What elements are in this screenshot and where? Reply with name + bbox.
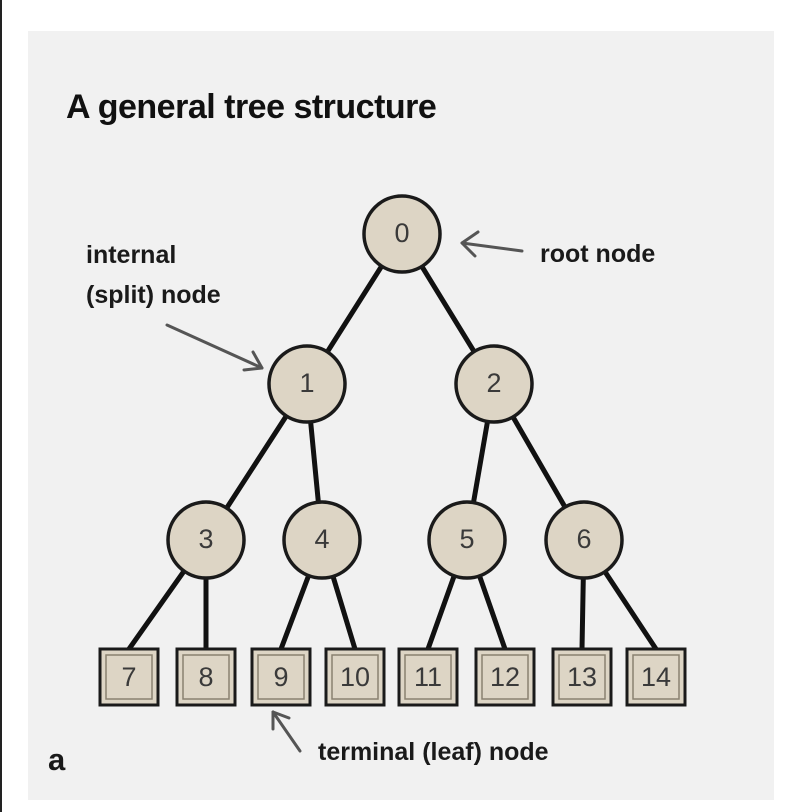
internal-node-5: 5 bbox=[427, 500, 507, 580]
leaf-node-9: 9 bbox=[250, 647, 312, 707]
node-label: 1 bbox=[299, 368, 314, 398]
node-circle bbox=[267, 344, 347, 424]
leaf-node-8: 8 bbox=[175, 647, 237, 707]
leaf-box bbox=[625, 647, 687, 707]
node-circle bbox=[282, 500, 362, 580]
root-node-label: root node bbox=[540, 240, 655, 268]
node-label: 10 bbox=[340, 662, 370, 692]
root-node-arrow bbox=[460, 230, 524, 258]
leaf-box-inner bbox=[257, 654, 305, 700]
node-label: 7 bbox=[121, 662, 136, 692]
node-label: 14 bbox=[641, 662, 671, 692]
leaf-node-7: 7 bbox=[98, 647, 160, 707]
leaf-box-inner bbox=[481, 654, 529, 700]
node-circle bbox=[454, 344, 534, 424]
leaf-box-inner bbox=[404, 654, 452, 700]
leaf-box-inner bbox=[558, 654, 606, 700]
node-label: 8 bbox=[198, 662, 213, 692]
node-label: 5 bbox=[459, 524, 474, 554]
annotation-labels: root node internal (split) node terminal… bbox=[48, 240, 655, 777]
internal-node-label-line2: (split) node bbox=[86, 281, 221, 309]
node-label: 12 bbox=[490, 662, 520, 692]
node-label: 13 bbox=[567, 662, 597, 692]
internal-node-1: 1 bbox=[267, 344, 347, 424]
node-label: 6 bbox=[576, 524, 591, 554]
node-circle bbox=[544, 500, 624, 580]
leaf-box bbox=[551, 647, 613, 707]
annotation-arrows bbox=[165, 230, 524, 753]
node-label: 0 bbox=[394, 218, 409, 248]
leaf-box bbox=[98, 647, 160, 707]
left-border-rule bbox=[0, 0, 2, 812]
internal-node-6: 6 bbox=[544, 500, 624, 580]
node-label: 9 bbox=[273, 662, 288, 692]
figure-title: A general tree structure bbox=[66, 88, 437, 126]
panel-letter: a bbox=[48, 742, 66, 777]
node-label: 11 bbox=[414, 662, 442, 692]
leaf-node-11: 11 bbox=[397, 647, 459, 707]
leaf-node-14: 14 bbox=[625, 647, 687, 707]
leaf-box bbox=[397, 647, 459, 707]
internal-node-0: 0 bbox=[362, 194, 442, 274]
leaf-box-inner bbox=[182, 654, 230, 700]
leaf-node-12: 12 bbox=[474, 647, 536, 707]
leaf-box bbox=[175, 647, 237, 707]
leaf-box-inner bbox=[632, 654, 680, 700]
internal-node-3: 3 bbox=[166, 500, 246, 580]
leaf-node-10: 10 bbox=[324, 647, 386, 707]
internal-node-label-line1: internal bbox=[86, 241, 176, 269]
leaf-box-inner bbox=[105, 654, 153, 700]
leaf-node-arrow bbox=[271, 710, 302, 753]
node-label: 2 bbox=[486, 368, 501, 398]
node-label: 3 bbox=[198, 524, 213, 554]
node-circle bbox=[362, 194, 442, 274]
node-label: 4 bbox=[314, 524, 329, 554]
internal-node-2: 2 bbox=[454, 344, 534, 424]
leaf-node-13: 13 bbox=[551, 647, 613, 707]
internal-node-arrow bbox=[165, 323, 264, 372]
leaf-box bbox=[250, 647, 312, 707]
leaf-box-inner bbox=[331, 654, 379, 700]
leaf-box bbox=[474, 647, 536, 707]
node-circle bbox=[166, 500, 246, 580]
node-circle bbox=[427, 500, 507, 580]
terminal-node-label: terminal (leaf) node bbox=[318, 738, 549, 766]
internal-node-4: 4 bbox=[282, 500, 362, 580]
leaf-box bbox=[324, 647, 386, 707]
